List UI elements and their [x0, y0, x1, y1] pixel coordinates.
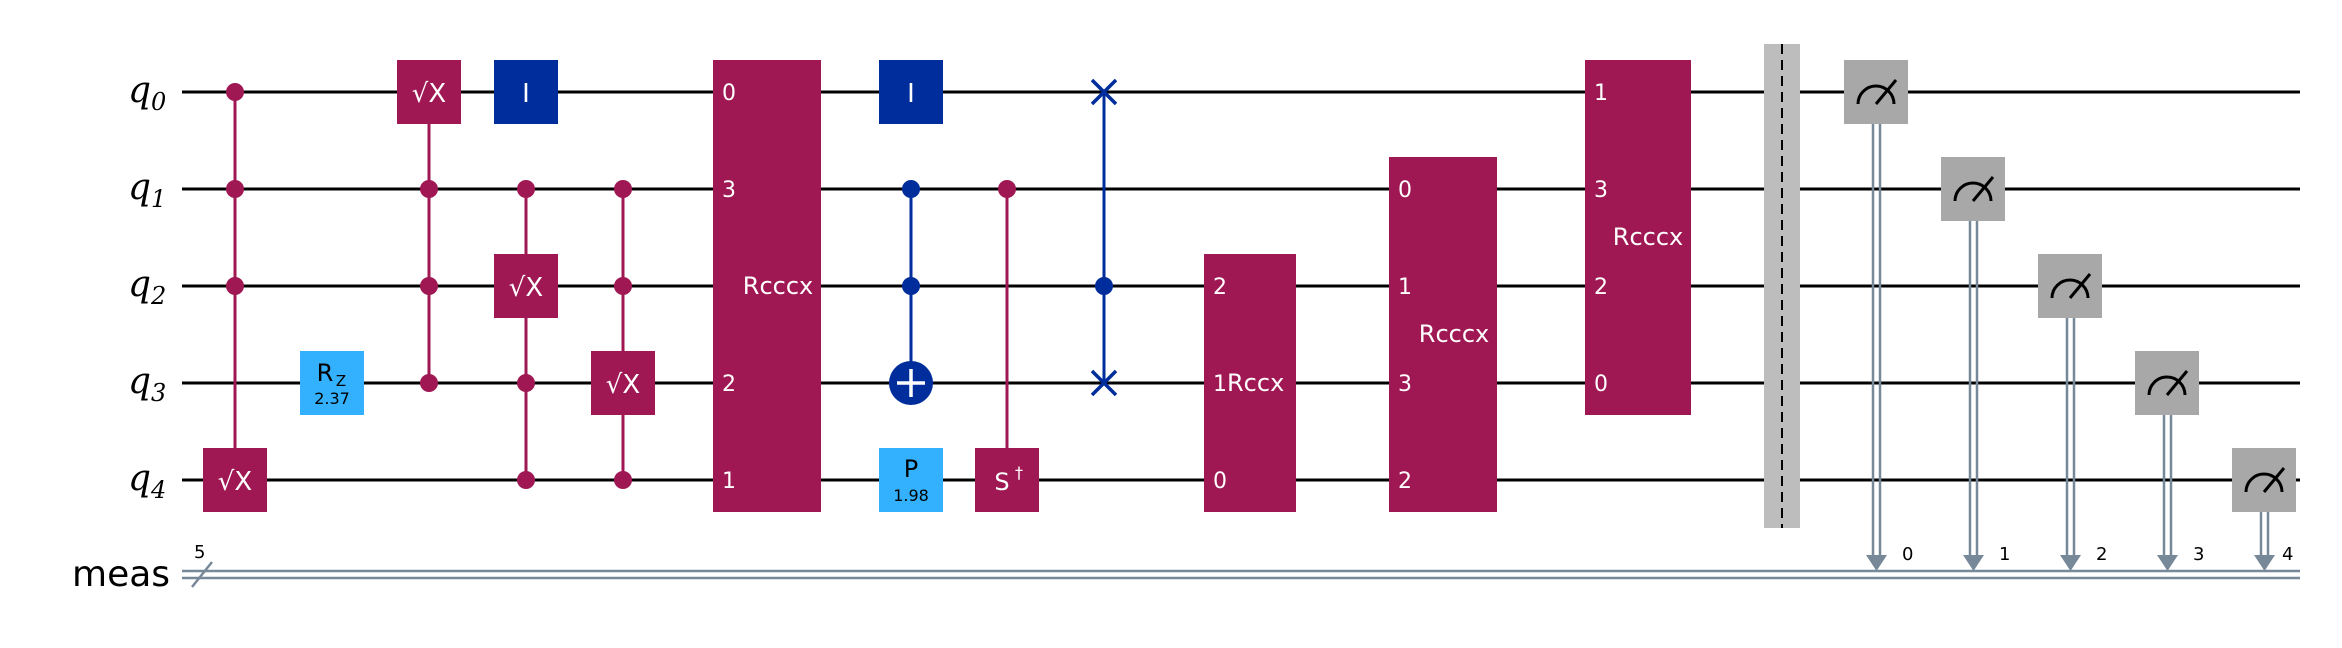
control-dot [226, 83, 244, 101]
multi-controlled-sx-gate-2: √X [397, 60, 461, 392]
qubit-label-q1: q1 [128, 167, 166, 213]
classical-register-label: meas [72, 554, 170, 595]
phase-gate: P 1.98 [879, 448, 943, 512]
port-label: 3 [1398, 372, 1412, 397]
control-dot [226, 180, 244, 198]
control-dot [902, 277, 920, 295]
rcccx-gate-3: 1 3 Rcccx 2 0 [1585, 60, 1691, 415]
rz-gate: R Z 2.37 [300, 351, 364, 415]
control-dot [420, 180, 438, 198]
rz-label: R [317, 359, 334, 387]
qubit-label-q0: q0 [128, 70, 166, 116]
rz-param: 2.37 [314, 389, 350, 408]
measure-q3: 3 [2135, 351, 2204, 571]
multi-controlled-sx-gate-3: √X [494, 180, 558, 489]
multi-controlled-sx-gate-1: √X [203, 83, 267, 512]
controlled-swap-gate [1090, 78, 1118, 397]
port-label: 2 [1398, 469, 1412, 494]
port-label: 1 [1398, 275, 1412, 300]
port-label: 0 [722, 81, 736, 106]
sdg-sup: † [1015, 463, 1023, 482]
port-label: 1 [1594, 81, 1608, 106]
port-label: 2 [1213, 275, 1227, 300]
sx-gate-label: √X [412, 79, 446, 109]
qubit-label-q4: q4 [128, 458, 166, 504]
measure-q2: 2 [2038, 254, 2107, 571]
measure-q1: 1 [1941, 157, 2010, 571]
p-param: 1.98 [893, 486, 929, 505]
svg-text:I: I [522, 79, 530, 109]
rcccx-gate-2: 0 1 Rcccx 3 2 [1389, 157, 1497, 512]
rcccx-label: Rcccx [1613, 223, 1683, 251]
port-label: 2 [722, 372, 736, 397]
control-dot [1095, 277, 1113, 295]
rccx-label: Rccx [1227, 369, 1284, 397]
measure-q4: 4 [2232, 448, 2296, 571]
meter-icon [2050, 278, 2090, 299]
meter-icon [1856, 84, 1896, 105]
measure-bit-label: 4 [2282, 544, 2293, 565]
barrier [1764, 44, 1800, 528]
bus-size-label: 5 [194, 542, 205, 563]
port-label: 0 [1398, 178, 1412, 203]
rcccx-label: Rcccx [1419, 320, 1489, 348]
control-dot [226, 277, 244, 295]
p-label: P [904, 455, 918, 483]
control-dot [998, 180, 1016, 198]
port-label: 2 [1594, 275, 1608, 300]
control-dot [420, 277, 438, 295]
measure-bit-label: 3 [2193, 544, 2204, 565]
control-dot [517, 471, 535, 489]
port-label: 0 [1594, 372, 1608, 397]
port-label: 0 [1213, 469, 1227, 494]
sx-gate-label: √X [606, 370, 640, 400]
port-label: 1 [1213, 372, 1227, 397]
measure-bit-label: 0 [1902, 544, 1913, 565]
port-label: 3 [722, 178, 736, 203]
port-label: 1 [722, 469, 736, 494]
meter-icon [1953, 181, 1993, 202]
sx-gate-box [203, 448, 267, 512]
qubit-label-q3: q3 [128, 361, 166, 407]
sdg-label: S [994, 468, 1009, 496]
rcccx-gate-1: 0 3 Rcccx 2 1 [713, 60, 821, 512]
control-dot [517, 180, 535, 198]
measure-bit-label: 2 [2096, 544, 2107, 565]
sx-gate-label: √X [218, 467, 252, 497]
qubit-label-q2: q2 [128, 264, 166, 310]
port-label: 3 [1594, 178, 1608, 203]
qubit-labels: q0 q1 q2 q3 q4 meas [72, 70, 170, 595]
bus-slash [191, 561, 213, 588]
control-dot [614, 277, 632, 295]
sx-gate-label: √X [509, 273, 543, 303]
controlled-sdg-gate: S † [975, 180, 1039, 512]
control-dot [902, 180, 920, 198]
rccx-gate: 2 1 Rccx 0 [1204, 254, 1296, 512]
rz-sub: Z [336, 372, 346, 390]
control-dot [517, 374, 535, 392]
identity-gate-2: I [879, 60, 943, 124]
measure-bit-label: 1 [1999, 544, 2010, 565]
rcccx-label: Rcccx [743, 272, 813, 300]
measure-q0: 0 [1844, 60, 1913, 571]
control-dot [614, 471, 632, 489]
toffoli-gate [889, 180, 933, 405]
svg-text:I: I [907, 79, 915, 109]
identity-gate-1: I [494, 60, 558, 124]
control-dot [614, 180, 632, 198]
meter-icon [2147, 375, 2187, 396]
meter-icon [2244, 472, 2284, 493]
classical-wire: 5 [182, 542, 2300, 588]
multi-controlled-sx-gate-4: √X [591, 180, 655, 489]
control-dot [420, 374, 438, 392]
